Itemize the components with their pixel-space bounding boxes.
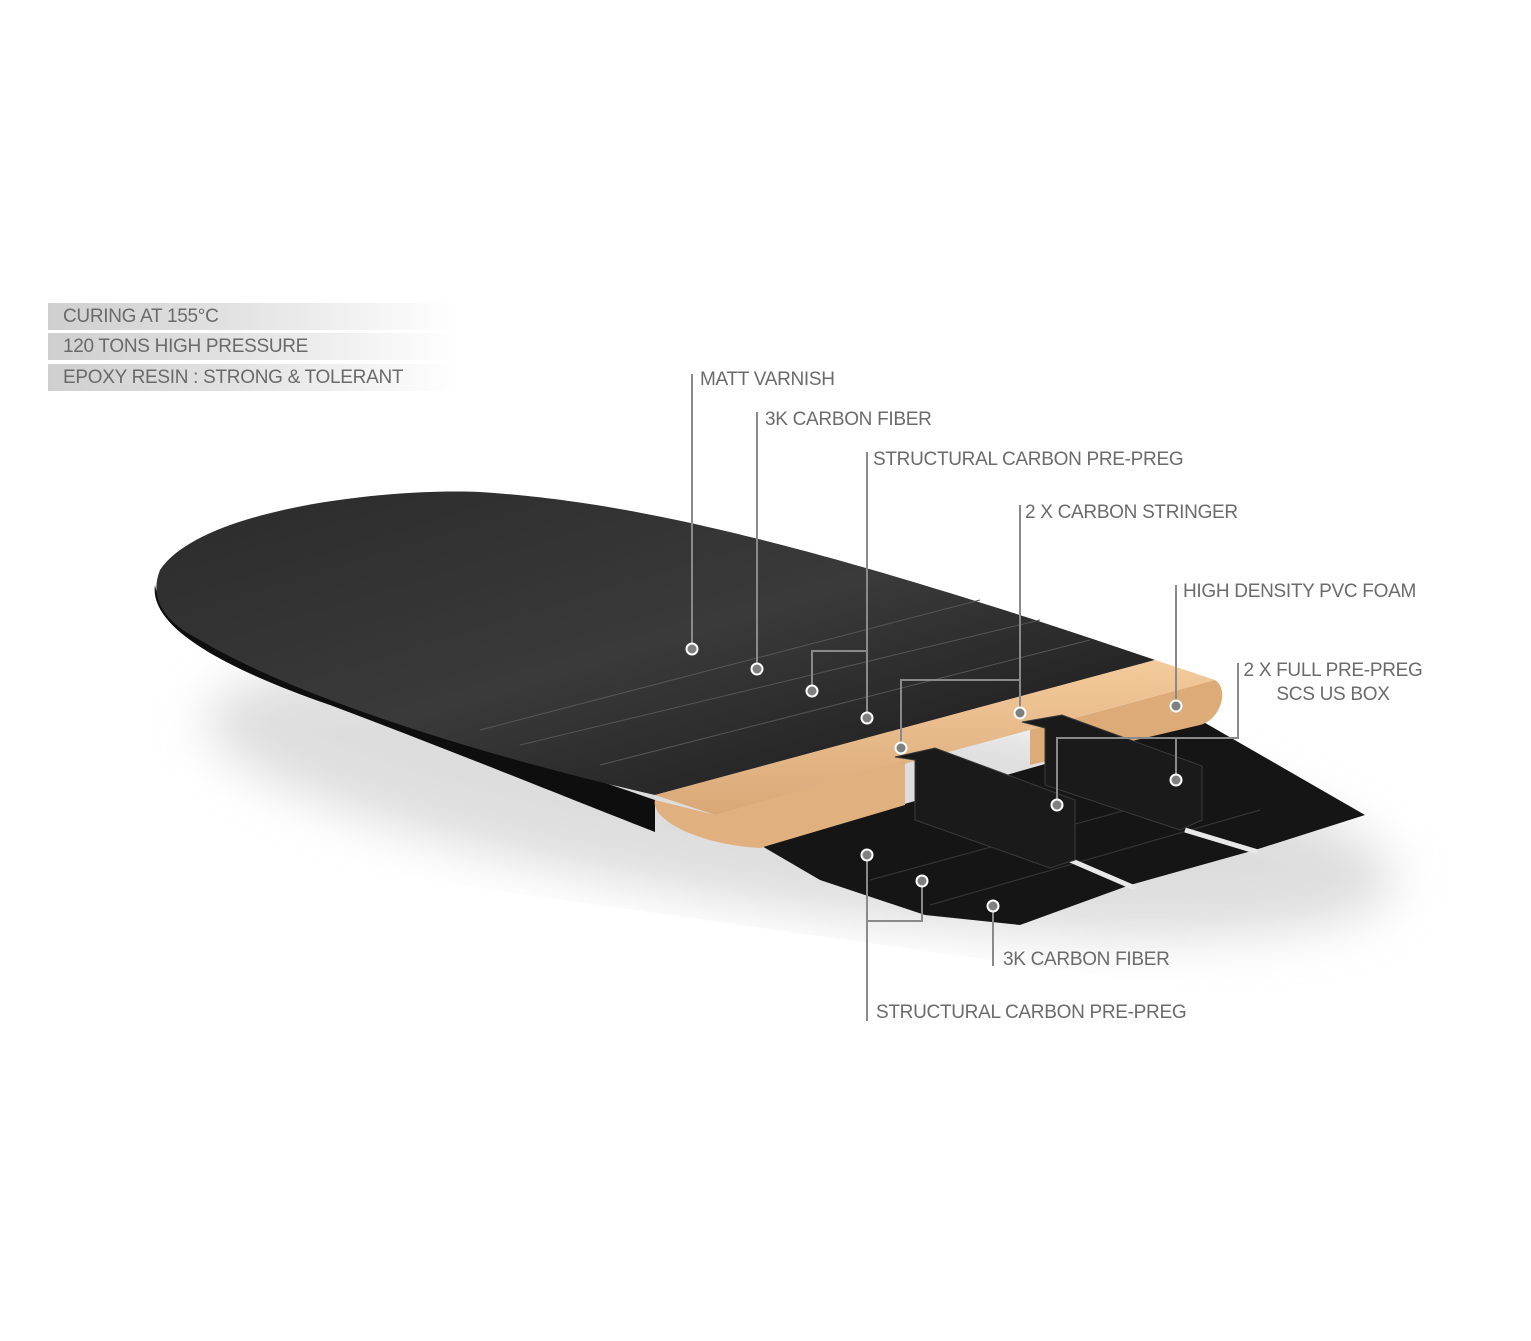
scs-box-1 xyxy=(894,747,1076,869)
marker-matt-varnish xyxy=(685,642,699,656)
feature-pressure: 120 TONS HIGH PRESSURE xyxy=(48,333,458,360)
feature-epoxy: EPOXY RESIN : STRONG & TOLERANT xyxy=(48,364,458,391)
label-structural-bottom: STRUCTURAL CARBON PRE-PREG xyxy=(876,1002,1187,1023)
label-scs-box-line1: 2 X FULL PRE-PREG xyxy=(1243,660,1423,681)
label-matt-varnish: MATT VARNISH xyxy=(700,369,835,390)
box-gap xyxy=(1069,827,1259,891)
pvc-foam-front xyxy=(654,760,905,848)
label-structural-top: STRUCTURAL CARBON PRE-PREG xyxy=(873,449,1184,470)
marker-3k-carbon-top xyxy=(750,662,764,676)
scs-box-2 xyxy=(1021,714,1203,831)
label-scs-box-line2: SCS US BOX xyxy=(1276,684,1390,705)
marker-structural-top-1 xyxy=(805,684,819,698)
marker-stringer-2 xyxy=(1013,706,1027,720)
marker-stringer-1 xyxy=(894,741,908,755)
board-rail xyxy=(154,585,655,832)
label-pvc-foam: HIGH DENSITY PVC FOAM xyxy=(1183,581,1416,602)
board-deck xyxy=(156,491,1156,795)
marker-pvc-foam xyxy=(1169,699,1183,713)
feature-curing: CURING AT 155°C xyxy=(48,303,458,330)
layer-seams xyxy=(479,599,1091,766)
marker-structural-bottom-2 xyxy=(915,874,929,888)
pvc-foam-top xyxy=(655,660,1215,815)
label-3k-carbon-top: 3K CARBON FIBER xyxy=(765,409,932,430)
marker-structural-top-2 xyxy=(860,711,874,725)
label-stringer: 2 X CARBON STRINGER xyxy=(1025,502,1238,523)
leader-lines xyxy=(691,374,1239,1021)
marker-scs-box-1 xyxy=(1050,798,1064,812)
label-scs-box: 2 X FULL PRE-PREG SCS US BOX xyxy=(1243,660,1423,706)
marker-structural-bottom-1 xyxy=(860,848,874,862)
marker-3k-carbon-bottom xyxy=(986,899,1000,913)
label-3k-carbon-bottom: 3K CARBON FIBER xyxy=(1003,949,1170,970)
marker-scs-box-2 xyxy=(1169,773,1183,787)
